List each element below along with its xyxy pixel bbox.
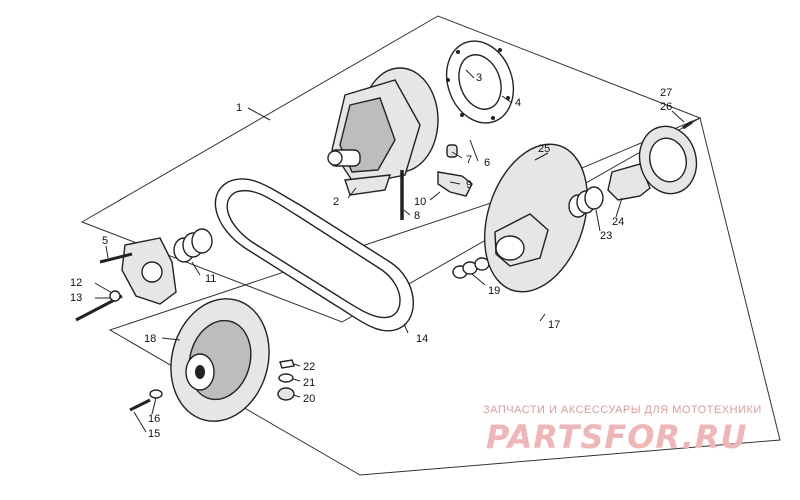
- bushing: [446, 144, 458, 158]
- leader-lines: [94, 69, 685, 433]
- watermark-tagline: ЗАПЧАСТИ И АКСЕССУАРЫ ДЛЯ МОТОТЕХНИКИ: [483, 404, 762, 416]
- callout-4: 4: [515, 97, 521, 109]
- cover-26-center: [649, 137, 687, 183]
- callout-10: 10: [414, 196, 426, 208]
- callout-26: 26: [660, 101, 672, 113]
- lever-arm: [437, 171, 473, 197]
- roller-20: [277, 387, 295, 401]
- bolt-15: [129, 398, 151, 412]
- callout-12: 12: [70, 277, 82, 289]
- clip-22: [279, 359, 295, 369]
- washer-16: [149, 389, 163, 399]
- callout-3: 3: [476, 72, 482, 84]
- callout-21: 21: [303, 377, 315, 389]
- washer-21: [278, 373, 294, 383]
- callout-25: 25: [538, 143, 550, 155]
- callout-6: 6: [484, 157, 490, 169]
- watermark-logo: PARTSFOR.RU: [486, 418, 748, 456]
- moveable-sheave: [170, 298, 270, 422]
- callout-24: 24: [612, 216, 624, 228]
- callout-9: 9: [466, 179, 472, 191]
- callouts: 1 2 3 4 5 6 7 8 9 10 11 12 13 14 15 16 1…: [70, 72, 672, 440]
- callout-7: 7: [466, 154, 472, 166]
- spring-23: [568, 186, 604, 218]
- callout-17: 17: [548, 319, 560, 331]
- callout-2: 2: [333, 196, 339, 208]
- bolt-5: [99, 252, 133, 264]
- callout-22: 22: [303, 361, 315, 373]
- callout-1: 1: [236, 102, 242, 114]
- callout-23: 23: [600, 230, 612, 242]
- callout-16: 16: [148, 413, 160, 425]
- callout-20: 20: [303, 393, 315, 405]
- callout-14: 14: [416, 333, 428, 345]
- callout-18: 18: [144, 333, 156, 345]
- driven-clutch-assembly-frame: [108, 117, 781, 476]
- spring-11: [173, 228, 213, 263]
- drive-clutch-housing: [327, 67, 439, 196]
- shims-19: [452, 257, 490, 279]
- drive-belt: [214, 178, 414, 332]
- callout-5: 5: [102, 235, 108, 247]
- spider-hub: [141, 261, 163, 283]
- callout-27: 27: [660, 87, 672, 99]
- callout-8: 8: [414, 210, 420, 222]
- screw-27: [682, 120, 693, 130]
- driven-sheave: [483, 143, 589, 293]
- callout-13: 13: [70, 292, 82, 304]
- callout-15: 15: [148, 428, 160, 440]
- washer-12: [109, 290, 121, 302]
- callout-11: 11: [205, 273, 216, 285]
- callout-19: 19: [488, 285, 500, 297]
